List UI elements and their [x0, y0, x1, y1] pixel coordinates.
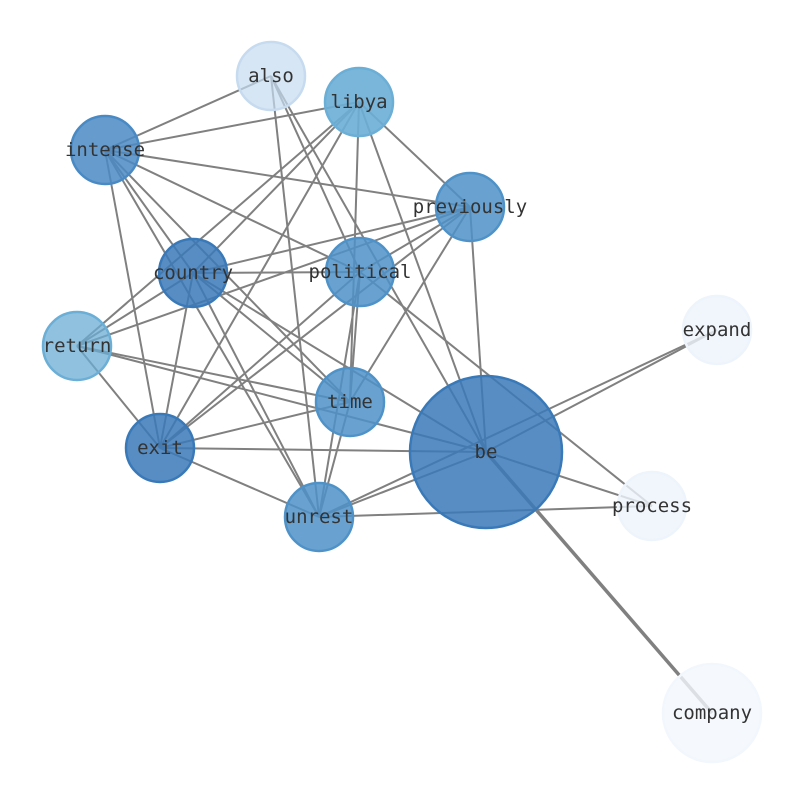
- edge-libya-return: [76, 101, 360, 347]
- node-company[interactable]: company: [661, 662, 763, 764]
- node-circle[interactable]: [69, 114, 141, 186]
- node-circle[interactable]: [616, 470, 688, 542]
- node-time[interactable]: time: [314, 366, 386, 438]
- edge-country-unrest: [192, 272, 320, 518]
- edge-libya-exit: [159, 101, 360, 449]
- node-intense[interactable]: intense: [65, 114, 145, 186]
- node-expand[interactable]: expand: [681, 294, 753, 366]
- node-label: be: [475, 441, 498, 463]
- edge-intense-political: [104, 149, 361, 273]
- node-circle[interactable]: [41, 310, 113, 382]
- edges-layer: [76, 75, 718, 715]
- node-also[interactable]: also: [235, 40, 307, 112]
- edge-intense-previously: [104, 149, 471, 208]
- node-label: political: [309, 261, 412, 283]
- node-label: exit: [137, 437, 183, 459]
- node-be[interactable]: be: [408, 374, 564, 530]
- node-label: libya: [330, 91, 387, 113]
- node-circle[interactable]: [434, 171, 506, 243]
- edge-also-unrest: [270, 75, 320, 518]
- edge-political-exit: [159, 271, 361, 449]
- node-circle[interactable]: [681, 294, 753, 366]
- node-label: country: [153, 262, 233, 284]
- node-circle[interactable]: [323, 66, 395, 138]
- node-circle[interactable]: [157, 237, 229, 309]
- edge-libya-intense: [104, 101, 360, 151]
- node-circle[interactable]: [314, 366, 386, 438]
- edge-libya-country: [192, 101, 360, 274]
- edge-intense-exit: [104, 149, 161, 449]
- node-circle[interactable]: [324, 236, 396, 308]
- edge-previously-exit: [159, 206, 471, 449]
- edge-previously-time: [349, 206, 471, 403]
- node-label: expand: [683, 319, 752, 341]
- node-circle[interactable]: [661, 662, 763, 764]
- node-previously[interactable]: previously: [413, 171, 527, 243]
- node-libya[interactable]: libya: [323, 66, 395, 138]
- node-label: intense: [65, 139, 145, 161]
- node-circle[interactable]: [124, 412, 196, 484]
- node-process[interactable]: process: [612, 470, 692, 542]
- node-circle[interactable]: [283, 481, 355, 553]
- node-label: return: [43, 335, 112, 357]
- node-label: process: [612, 495, 692, 517]
- node-circle[interactable]: [408, 374, 564, 530]
- node-exit[interactable]: exit: [124, 412, 196, 484]
- node-label: also: [248, 65, 294, 87]
- node-unrest[interactable]: unrest: [283, 481, 355, 553]
- edge-intense-unrest: [104, 149, 320, 518]
- node-country[interactable]: country: [153, 237, 233, 309]
- node-label: time: [327, 391, 373, 413]
- node-label: company: [672, 702, 752, 724]
- node-label: unrest: [285, 506, 354, 528]
- node-label: previously: [413, 196, 527, 218]
- edge-return-time: [76, 345, 351, 403]
- edge-previously-country: [192, 206, 471, 274]
- edge-also-political: [270, 75, 361, 273]
- node-circle[interactable]: [235, 40, 307, 112]
- edge-previously-return: [76, 206, 471, 347]
- node-political[interactable]: political: [309, 236, 412, 308]
- nodes-layer: also libya intense previously country politic…: [41, 40, 763, 764]
- node-return[interactable]: return: [41, 310, 113, 382]
